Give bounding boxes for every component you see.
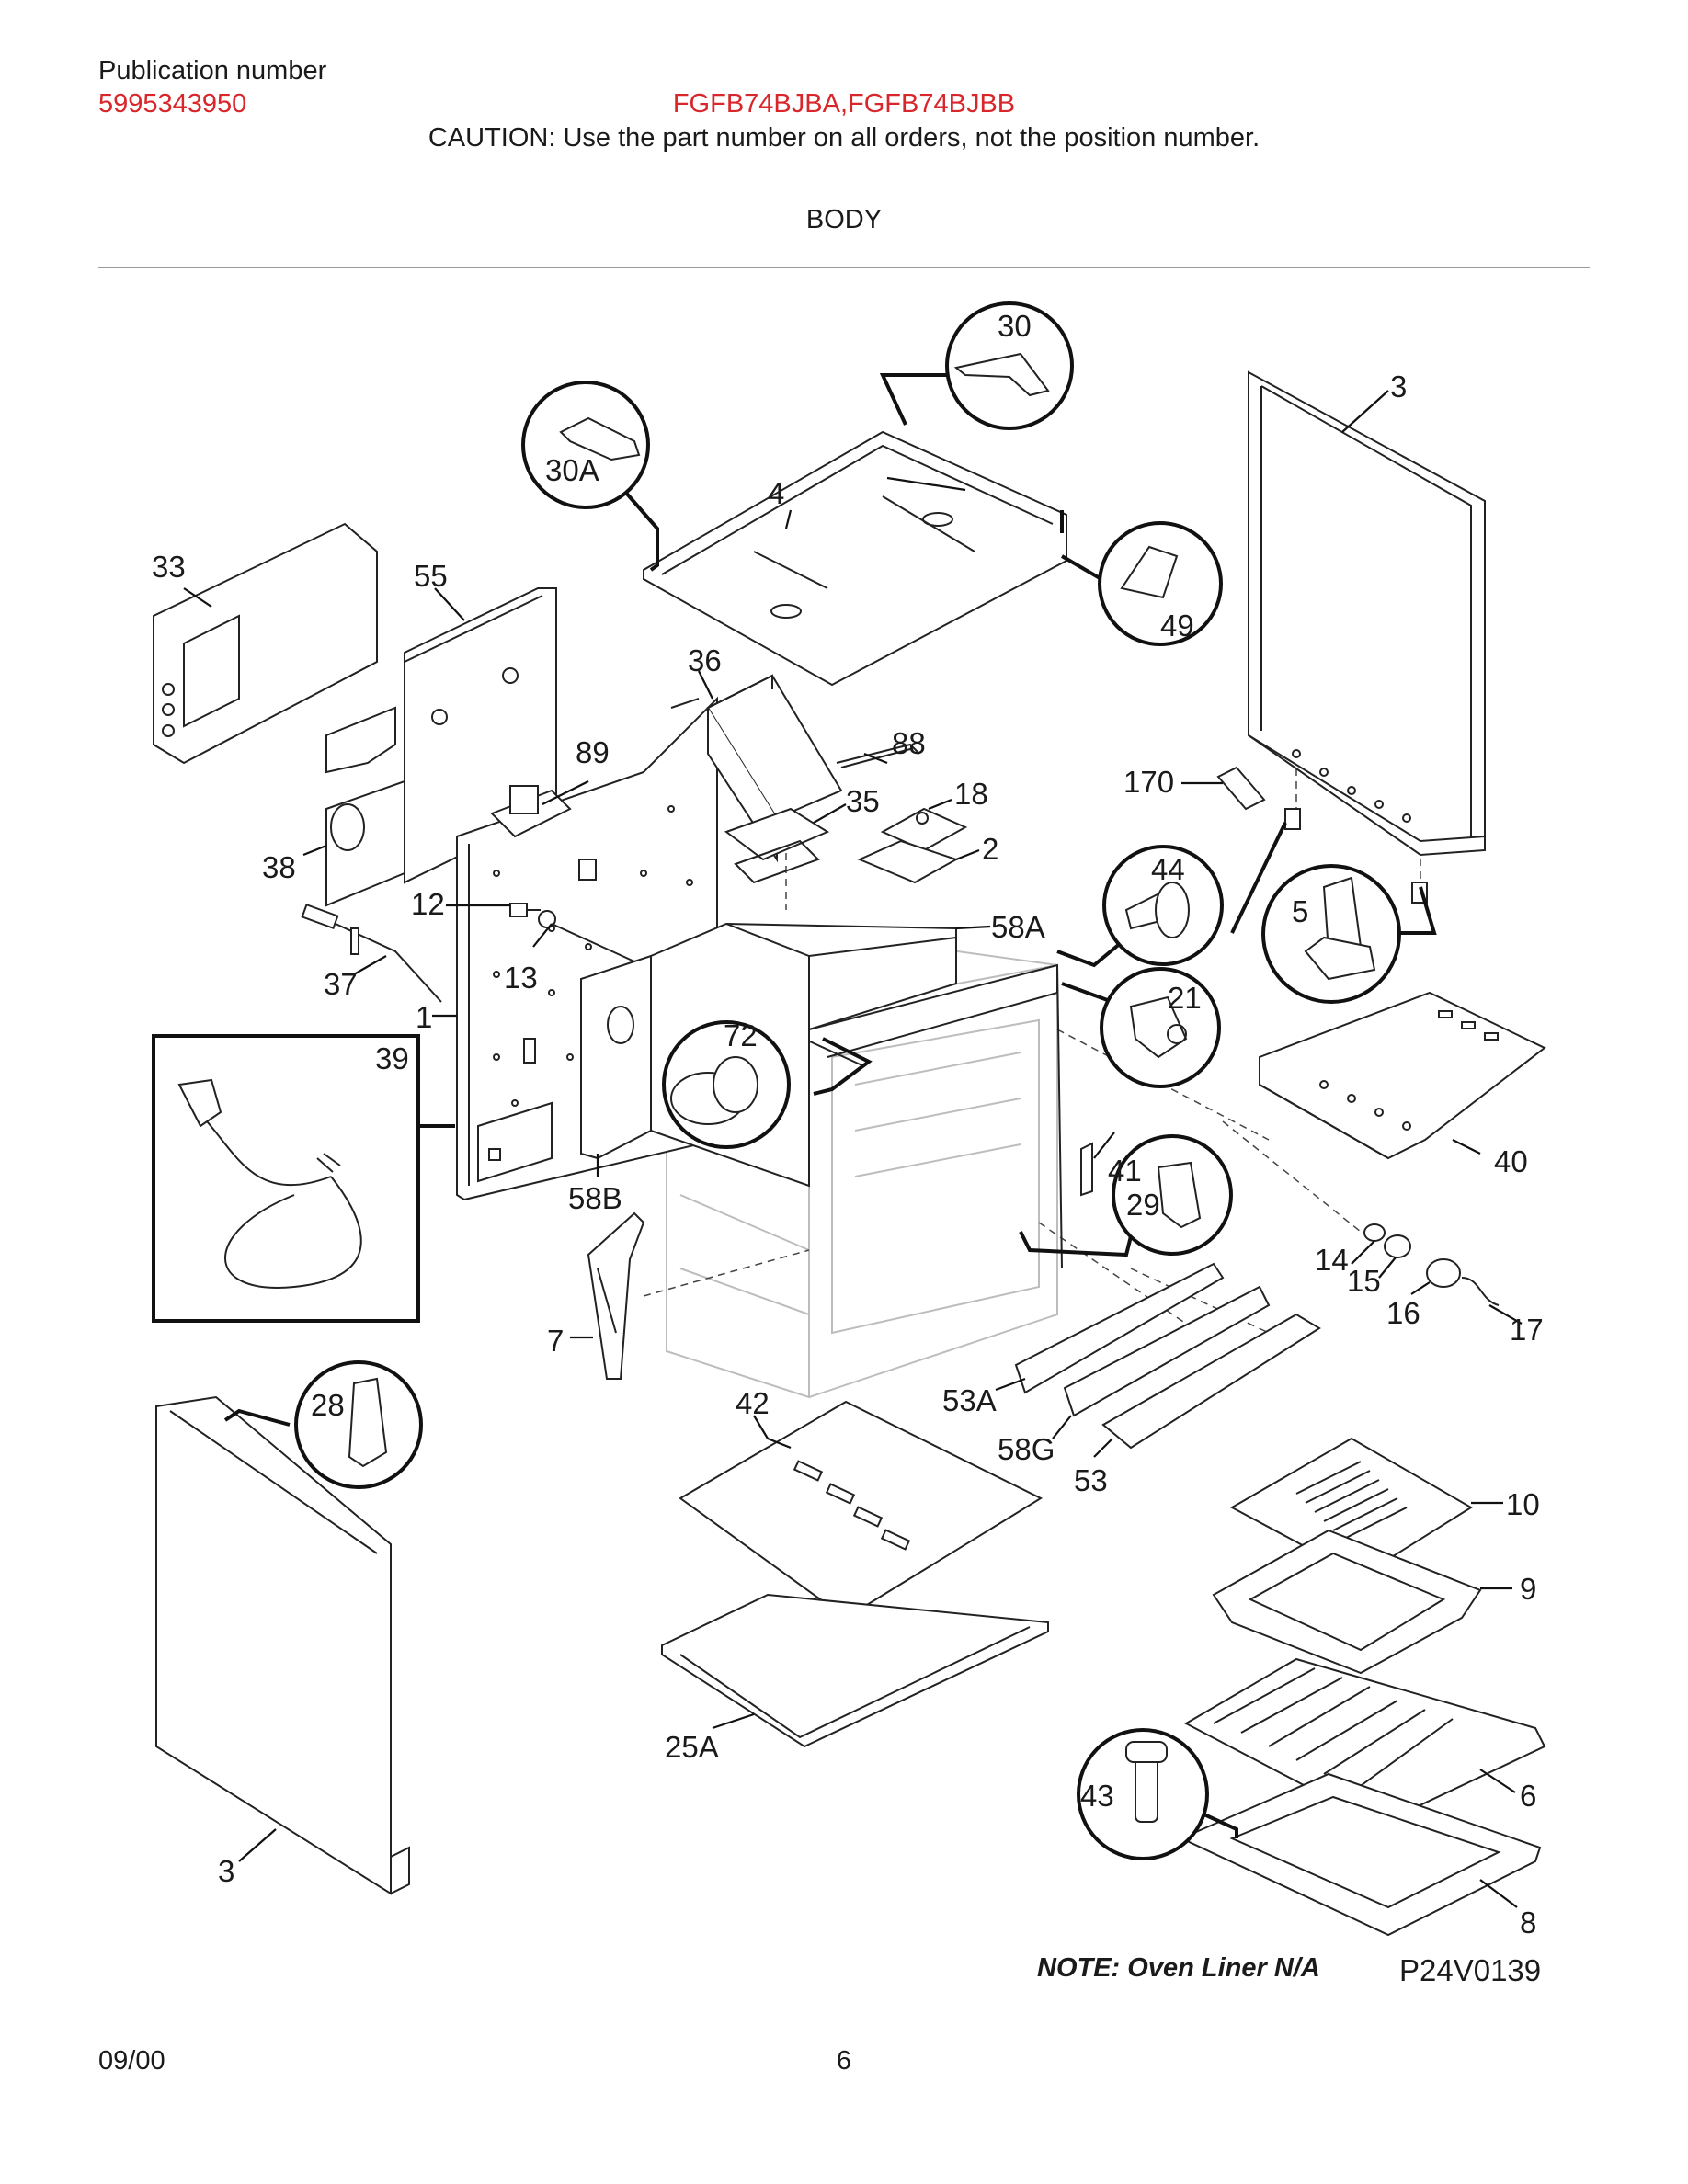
callout-7: 7 (547, 1324, 564, 1358)
callout-8: 8 (1520, 1905, 1536, 1939)
callout-29: 29 (1126, 1188, 1160, 1222)
callout-40: 40 (1494, 1144, 1528, 1178)
callout-5: 5 (1292, 894, 1308, 928)
part-25A-bottom-frame (661, 1593, 1049, 1748)
part-37-igniter-wire (301, 903, 442, 1003)
drawing-code: P24V0139 (1399, 1953, 1541, 1987)
callout-21: 21 (1168, 981, 1202, 1015)
detail-30A (521, 381, 659, 572)
callout-30: 30 (998, 309, 1032, 343)
part-12-orifice (509, 903, 541, 917)
callout-72: 72 (724, 1018, 758, 1052)
callout-6: 6 (1520, 1779, 1536, 1813)
header-divider (98, 267, 1590, 268)
section-title: BODY (805, 205, 883, 234)
callout-2: 2 (982, 832, 998, 866)
part-41-hinge-bracket (1080, 1142, 1093, 1197)
callout-41: 41 (1108, 1154, 1142, 1188)
callout-3-left: 3 (218, 1854, 234, 1888)
part-89-valve (490, 785, 572, 838)
part-40-broil-shield (1259, 991, 1546, 1160)
callout-38: 38 (262, 850, 296, 884)
detail-29 (1019, 1134, 1233, 1257)
detail-28 (223, 1360, 423, 1489)
callout-88: 88 (892, 726, 926, 760)
callout-labels: 30 30A 3 4 49 33 55 36 89 88 35 18 170 2… (152, 309, 1544, 1939)
part-38-rear-cover-lower (325, 706, 405, 907)
part-35-bracket (724, 807, 830, 884)
panel-holes (1292, 749, 1411, 823)
publication-number: 5995343950 (98, 89, 247, 119)
callout-53: 53 (1074, 1463, 1108, 1497)
part-33-shield (153, 522, 378, 765)
callout-39: 39 (375, 1041, 409, 1075)
callout-37: 37 (324, 967, 358, 1001)
callout-18: 18 (954, 777, 988, 811)
frame-holes (493, 805, 693, 1107)
part-58B-insulation-side (580, 954, 652, 1160)
callout-49: 49 (1160, 609, 1194, 643)
part-2-bracket (857, 839, 959, 884)
part-58G-insulation (1063, 1285, 1271, 1417)
model-numbers: FGFB74BJBA,FGFB74BJBB (672, 89, 1016, 119)
callout-170: 170 (1123, 765, 1174, 799)
detail-44 (1056, 845, 1224, 968)
callout-28: 28 (311, 1388, 345, 1422)
callout-13: 13 (504, 961, 538, 995)
callout-55: 55 (414, 559, 448, 593)
callout-58G: 58G (998, 1432, 1055, 1466)
callout-16: 16 (1386, 1296, 1420, 1330)
oven-liner-note: NOTE: Oven Liner N/A (1037, 1953, 1320, 1983)
callout-12: 12 (411, 887, 445, 921)
part-8-oven-liner (1179, 1772, 1542, 1937)
callout-10: 10 (1506, 1487, 1540, 1521)
callout-25A: 25A (665, 1730, 719, 1764)
part-7-door-hinge (587, 1211, 645, 1380)
callout-35: 35 (846, 784, 880, 818)
detail-5 (1230, 822, 1437, 1004)
detail-39 (152, 1034, 455, 1323)
callout-89: 89 (576, 735, 610, 769)
callout-44: 44 (1151, 852, 1185, 886)
callout-33: 33 (152, 550, 186, 584)
footer-date: 09/00 (98, 2046, 165, 2076)
part-14-17-oven-lamp (1363, 1223, 1500, 1306)
callout-36: 36 (688, 643, 722, 677)
callout-43: 43 (1080, 1779, 1114, 1813)
publication-label: Publication number (98, 56, 327, 85)
callout-3-right: 3 (1390, 370, 1407, 404)
oven-front-frame (808, 963, 1063, 1269)
detail-43 (1077, 1728, 1238, 1860)
callout-4: 4 (768, 476, 784, 510)
part-53A-trim (1014, 1262, 1225, 1394)
part-3-side-panel-right (1248, 370, 1486, 857)
detail-49 (1060, 510, 1223, 646)
detail-21 (1061, 967, 1221, 1088)
caution-text: CAUTION: Use the part number on all orde… (428, 123, 1260, 153)
callout-53A: 53A (942, 1383, 997, 1417)
part-170-bracket (1216, 766, 1266, 811)
callout-30A: 30A (545, 453, 599, 487)
callout-15: 15 (1347, 1264, 1381, 1298)
callout-17: 17 (1510, 1313, 1544, 1347)
callout-1: 1 (416, 1000, 432, 1034)
part-9-broil-pan (1212, 1529, 1482, 1675)
callout-58A: 58A (991, 910, 1045, 944)
part-42-oven-bottom (679, 1400, 1044, 1620)
part-53-trim (1101, 1313, 1321, 1450)
slot-row (1295, 1461, 1408, 1541)
page-number: 6 (836, 2046, 852, 2076)
detail-72 (662, 1020, 873, 1149)
callout-14: 14 (1315, 1243, 1349, 1277)
callout-58B: 58B (568, 1181, 622, 1215)
callout-42: 42 (736, 1386, 770, 1420)
leader-lines (183, 390, 1523, 1908)
part-3-side-panel-left (155, 1395, 410, 1895)
callout-9: 9 (1520, 1572, 1536, 1606)
detail-30 (879, 301, 1074, 430)
